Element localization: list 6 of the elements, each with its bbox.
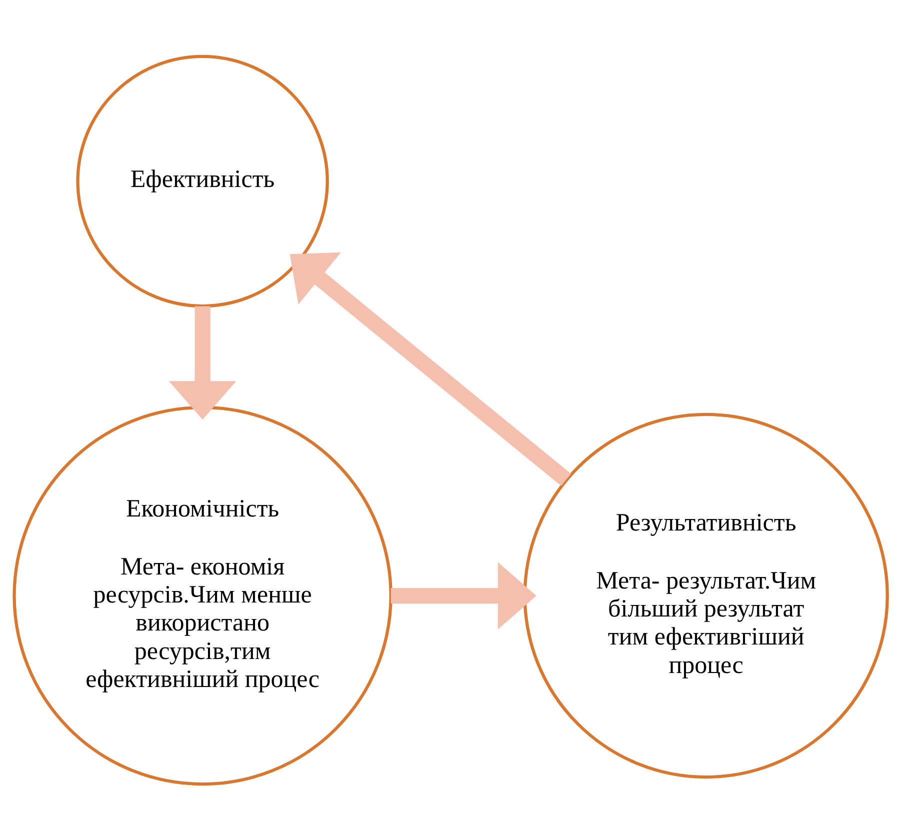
- node-circle: Економічність Мета- економія ресурсів.Чим менше використано ресурсів,тим ефективніший процес: [12, 405, 392, 786]
- arrow: [290, 252, 572, 486]
- arrow: [390, 562, 536, 629]
- node-circle: Результативність Мета- результат.Чим більший результат тим ефективгіший процес: [523, 412, 889, 778]
- arrow: [168, 306, 236, 420]
- node-circle: Ефективність: [76, 54, 329, 308]
